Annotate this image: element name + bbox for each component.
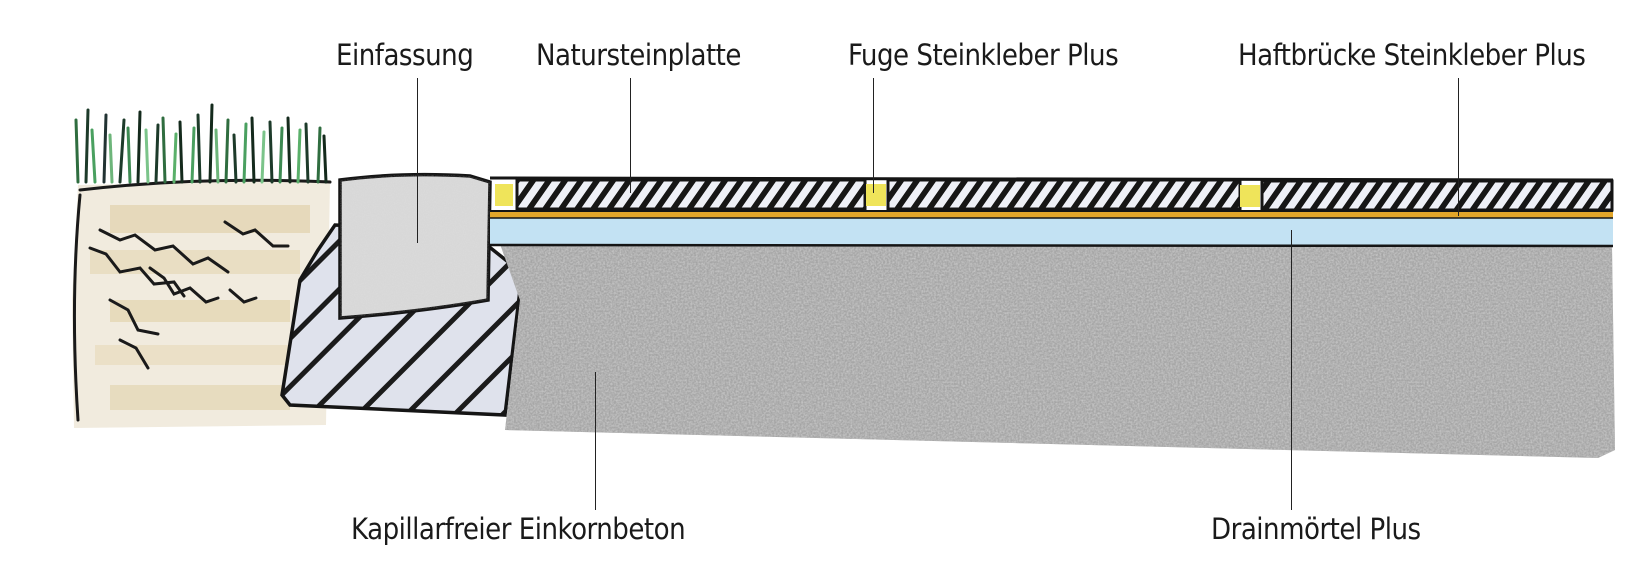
leader-einfassung xyxy=(417,78,419,243)
gravel-concrete-layer xyxy=(500,244,1615,458)
label-haftbruecke-steinkleber-plus: Haftbrücke Steinkleber Plus xyxy=(1238,38,1586,72)
label-fuge-steinkleber-plus: Fuge Steinkleber Plus xyxy=(848,38,1119,72)
label-natursteinplatte: Natursteinplatte xyxy=(536,38,741,72)
joint-fillings xyxy=(495,184,1260,207)
label-einfassung: Einfassung xyxy=(336,38,474,72)
leader-haftbruecke xyxy=(1458,78,1460,216)
leader-fuge xyxy=(873,78,875,193)
natural-stone-tiles xyxy=(515,178,1614,212)
leader-drainmoertel xyxy=(1291,230,1293,510)
leader-einkornbeton xyxy=(595,372,597,510)
grass xyxy=(74,103,328,184)
label-kapillarfreier-einkornbeton: Kapillarfreier Einkornbeton xyxy=(351,512,686,546)
bond-bridge-layer xyxy=(490,210,1613,219)
soil-block xyxy=(72,103,332,428)
label-drainmoertel-plus: Drainmörtel Plus xyxy=(1211,512,1421,546)
edging-stone xyxy=(338,172,492,320)
drain-mortar-layer xyxy=(489,218,1614,248)
leader-natursteinplatte xyxy=(630,78,632,193)
